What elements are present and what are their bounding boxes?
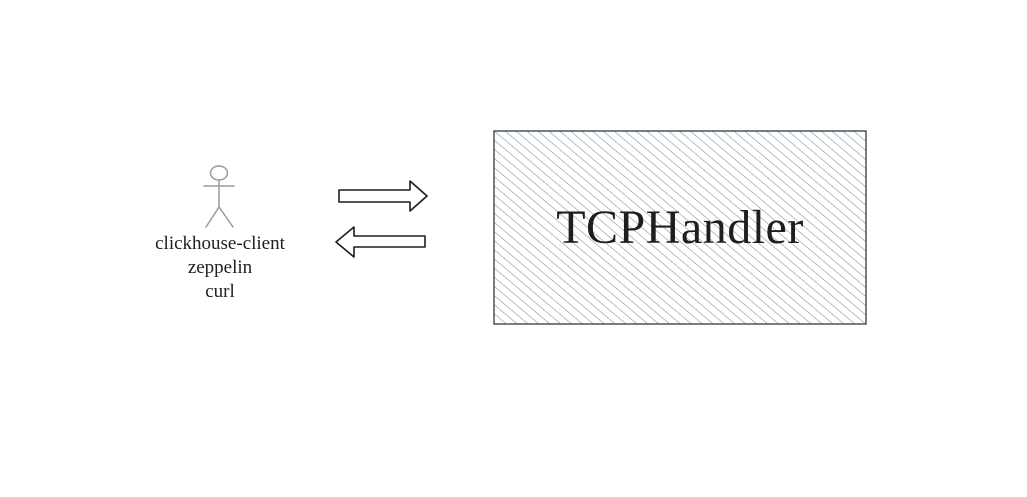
actor-label-zeppelin: zeppelin [187,257,253,278]
left-arrow-icon [335,226,426,258]
actor-label-clickhouse-client: clickhouse-client [155,233,285,254]
actor-labels: clickhouse-client zeppelin curl [120,232,320,304]
tcp-handler-box [493,130,867,325]
right-arrow-icon [338,180,428,212]
actor-label-curl: curl [205,281,235,302]
stick-figure-icon [203,165,235,228]
tcp-handler-title: TCPHandler [556,201,804,254]
